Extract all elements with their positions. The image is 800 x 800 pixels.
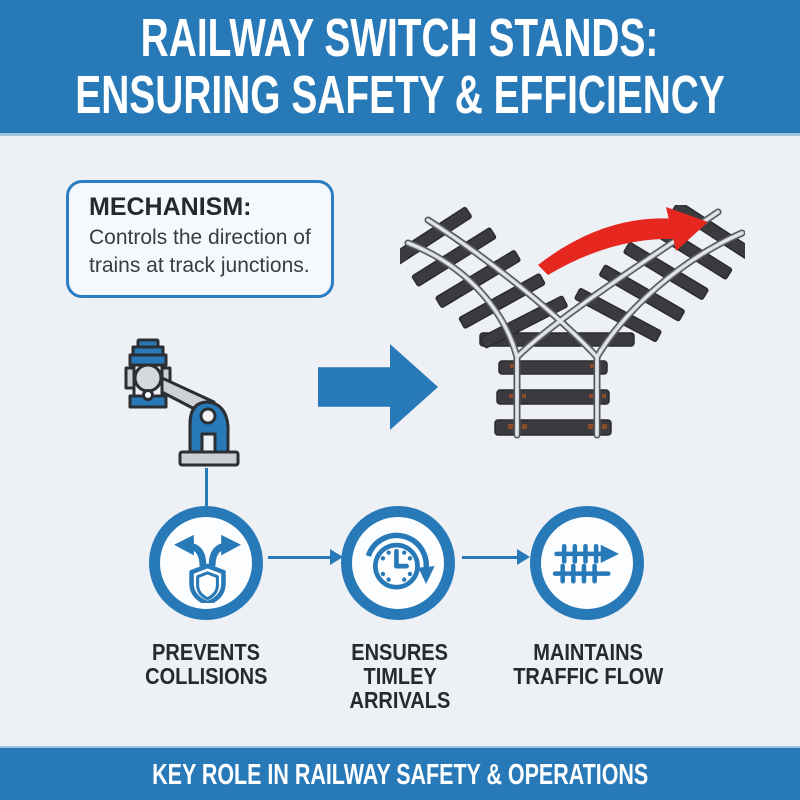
benefit-label-line: ARRIVALS (349, 687, 451, 713)
page-title-line2: ENSURING SAFETY & EFFICIENCY (0, 64, 800, 125)
benefit-label-prevents-collisions: PREVENTS COLLISIONS (116, 640, 296, 712)
mechanism-title: MECHANISM: (89, 193, 252, 221)
footer-text-content: KEY ROLE IN RAILWAY SAFETY & OPERATIONS (151, 758, 649, 791)
diverging-arrows-shield-icon (174, 534, 241, 603)
connector-arrowhead-2 (517, 549, 530, 565)
connector-line-2 (462, 556, 518, 559)
mechanism-body-line: Controls the direction of (89, 226, 311, 249)
clock-history-icon (365, 532, 435, 590)
switch-stand-icon (124, 338, 240, 467)
track-junction-illustration (400, 205, 745, 439)
benefit-label-ensures-timely-arrivals: ENSURES TIMLEY ARRIVALS (310, 640, 490, 712)
benefit-label-line: TIMLEY (363, 663, 437, 689)
connector-arrowhead-1 (330, 549, 343, 565)
benefit-label-maintains-traffic-flow: MAINTAINS TRAFFIC FLOW (488, 640, 688, 712)
mechanism-body-line: trains at track junctions. (89, 254, 310, 277)
mechanism-callout-box: MECHANISM: Controls the direction of tra… (66, 180, 334, 298)
benefit-circle-ensures-timely-arrivals (341, 506, 455, 620)
benefit-circle-maintains-traffic-flow (530, 506, 644, 620)
clock-ticks (380, 550, 413, 582)
footer-banner: KEY ROLE IN RAILWAY SAFETY & OPERATIONS (0, 746, 800, 800)
benefit-label-line: ENSURES (351, 639, 449, 665)
benefit-circle-prevents-collisions (149, 506, 263, 620)
connector-line-1 (268, 556, 331, 559)
rail-spikes (508, 364, 607, 429)
railway-flow-arrows-icon (552, 544, 619, 584)
benefit-label-line: PREVENTS (152, 639, 260, 665)
page-title-line2-text: ENSURING SAFETY & EFFICIENCY (75, 64, 725, 125)
benefit-label-line: TRAFFIC FLOW (512, 663, 664, 689)
curved-red-arrow-icon (538, 207, 708, 275)
connector-vertical-line (205, 468, 208, 506)
benefit-label-line: MAINTAINS (533, 639, 643, 665)
page-title-line1-text: RAILWAY SWITCH STANDS: (141, 7, 659, 68)
header-banner: RAILWAY SWITCH STANDS: ENSURING SAFETY &… (0, 0, 800, 136)
footer-text: KEY ROLE IN RAILWAY SAFETY & OPERATIONS (65, 759, 735, 792)
benefit-label-line: COLLISIONS (144, 663, 268, 689)
page-title-line1: RAILWAY SWITCH STANDS: (40, 7, 759, 68)
